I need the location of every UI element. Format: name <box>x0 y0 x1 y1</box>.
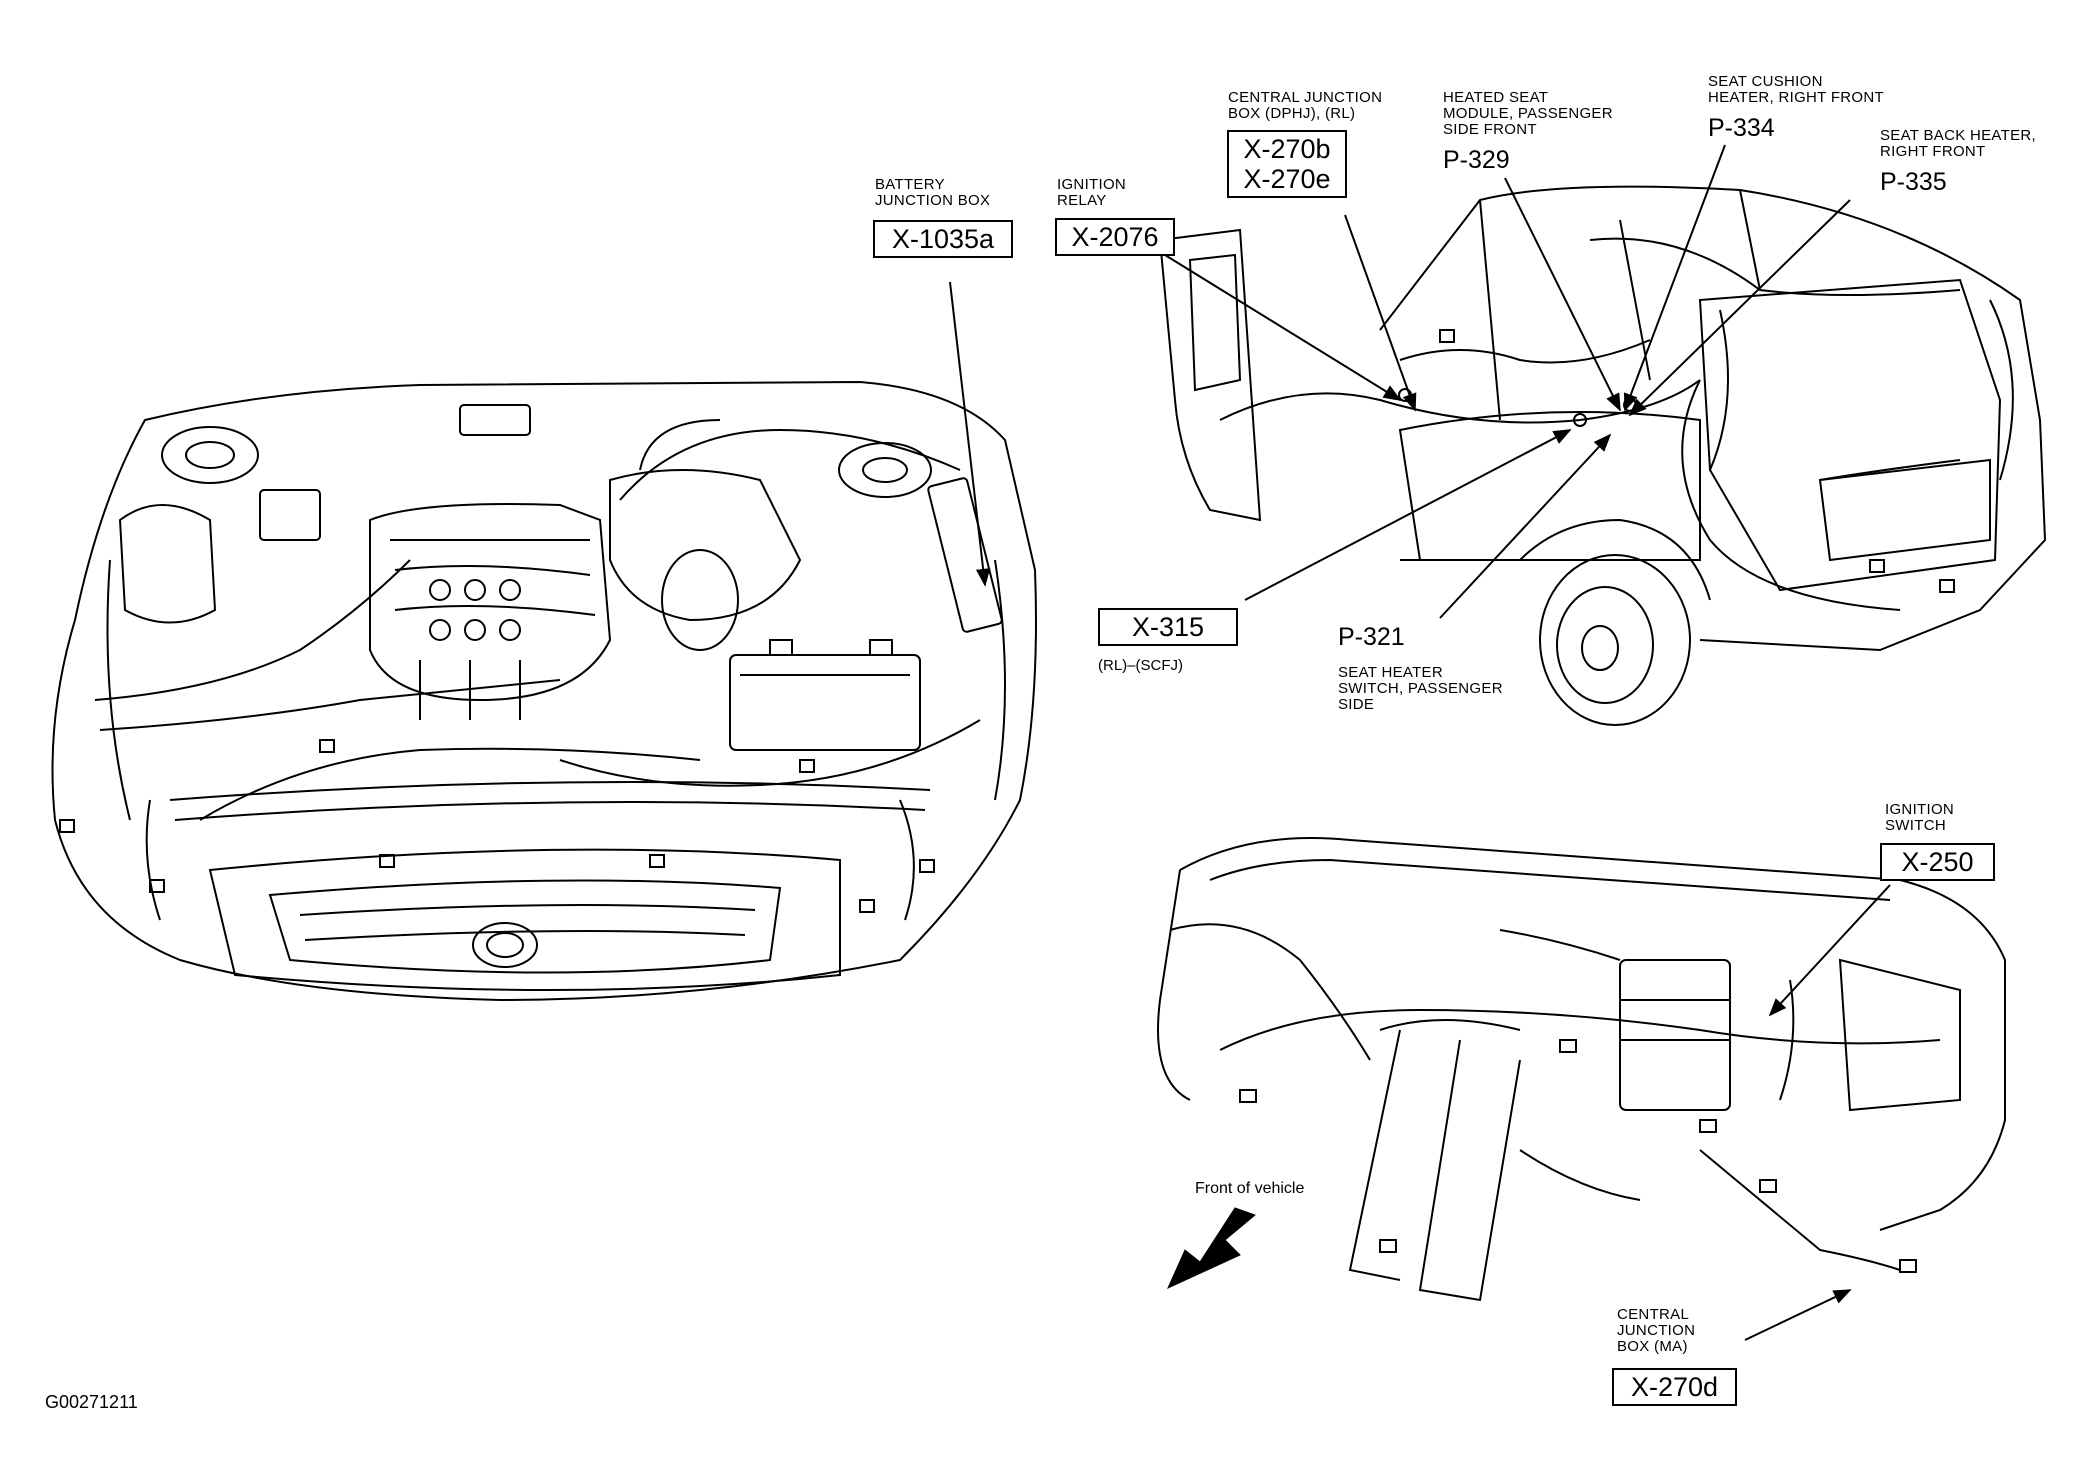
x-315-note: (RL)–(SCFJ) <box>1098 657 1183 674</box>
engine-compartment-drawing <box>51 380 1037 1002</box>
leader-x315 <box>1244 429 1572 601</box>
leader-p321 <box>1439 433 1612 619</box>
leader-x270b-e <box>1344 214 1417 412</box>
leader-p334 <box>1623 144 1726 412</box>
leader-x1035a <box>949 281 991 587</box>
p-321-label: P-321 <box>1338 623 1405 651</box>
seat-heater-switch-caption: SEAT HEATER SWITCH, PASSENGER SIDE <box>1338 664 1503 713</box>
x-315-label: X-315 <box>1098 608 1238 646</box>
leader-x2076 <box>1164 254 1402 401</box>
rear-interior-drawing <box>1158 185 2047 726</box>
x-2076-label: X-2076 <box>1055 218 1175 256</box>
front-of-vehicle-label: Front of vehicle <box>1195 1180 1305 1197</box>
front-of-vehicle-arrow <box>1167 1207 1256 1290</box>
p-329-label: P-329 <box>1443 146 1510 174</box>
central-junction-box-ma-caption: CENTRAL JUNCTION BOX (MA) <box>1617 1306 1696 1355</box>
instrument-panel-drawing <box>1157 837 2006 1302</box>
leader-p335 <box>1628 199 1851 417</box>
x-250-label: X-250 <box>1880 843 1995 881</box>
leader-x250 <box>1768 884 1891 1017</box>
heated-seat-module-caption: HEATED SEAT MODULE, PASSENGER SIDE FRONT <box>1443 89 1613 138</box>
battery-junction-box-caption: BATTERY JUNCTION BOX <box>875 176 991 209</box>
x-270b-x-270e-label: X-270b X-270e <box>1227 130 1347 198</box>
ignition-switch-caption: IGNITION SWITCH <box>1885 801 1955 834</box>
p-334-label: P-334 <box>1708 114 1775 142</box>
seat-back-heater-caption: SEAT BACK HEATER, RIGHT FRONT <box>1880 127 2036 160</box>
p-335-label: P-335 <box>1880 168 1947 196</box>
ignition-relay-caption: IGNITION RELAY <box>1057 176 1127 209</box>
seat-cushion-heater-caption: SEAT CUSHION HEATER, RIGHT FRONT <box>1708 73 1884 106</box>
x-270d-label: X-270d <box>1612 1368 1737 1406</box>
leader-lines <box>949 144 1891 1341</box>
figure-id: G00271211 <box>45 1392 138 1412</box>
leader-x270d <box>1744 1289 1852 1341</box>
x-1035a-label: X-1035a <box>873 220 1013 258</box>
central-junction-box-dphj-caption: CENTRAL JUNCTION BOX (DPHJ), (RL) <box>1228 89 1383 122</box>
leader-p329 <box>1504 177 1621 412</box>
